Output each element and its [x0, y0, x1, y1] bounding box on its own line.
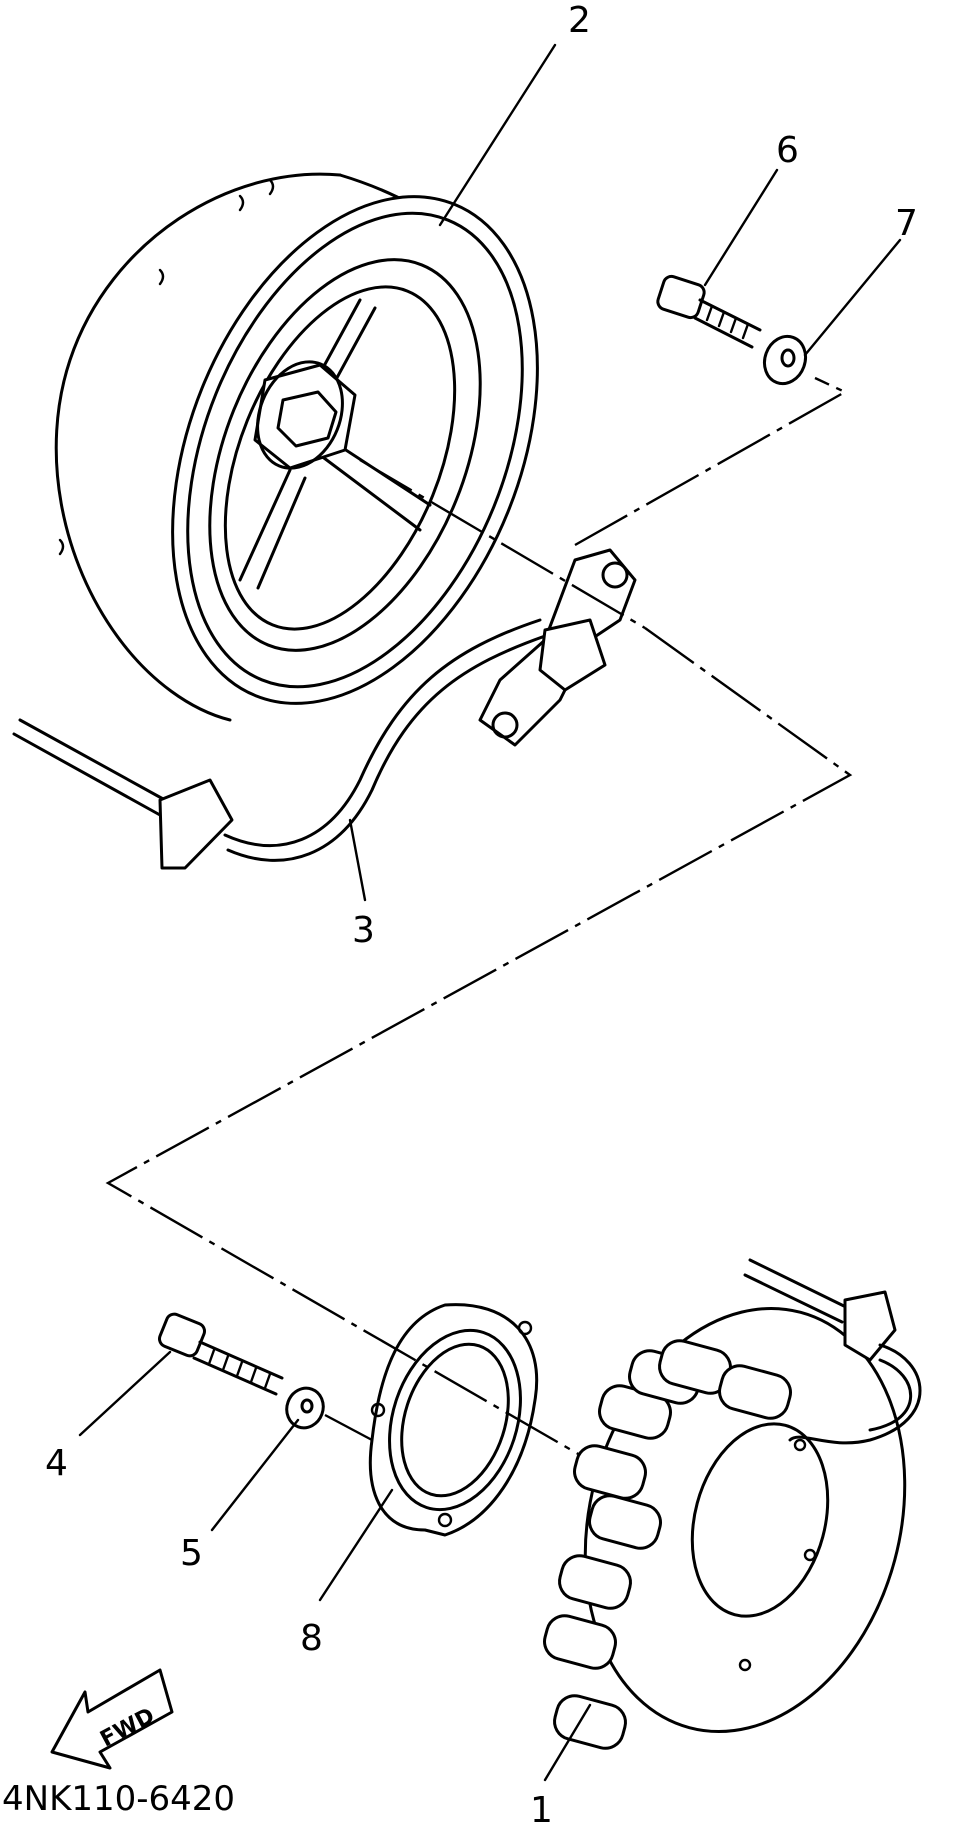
callout-4: 4	[45, 1443, 68, 1484]
callout-6: 6	[776, 130, 799, 171]
stator-bolt	[158, 1312, 284, 1396]
stator-coil-assembly	[543, 1258, 922, 1750]
forward-direction-arrow: FWD	[50, 1668, 174, 1770]
drawing-code: 4NK110-6420	[2, 1779, 235, 1819]
rotor-flywheel	[54, 172, 539, 722]
pickup-bolt	[656, 274, 762, 349]
stator-washer	[285, 1386, 325, 1430]
gasket	[368, 1303, 539, 1537]
callout-1: 1	[530, 1790, 553, 1824]
assembly-guide-lines	[105, 376, 853, 1457]
callout-5: 5	[180, 1533, 203, 1574]
callout-3: 3	[352, 910, 375, 951]
callout-2: 2	[568, 0, 591, 41]
callout-7: 7	[895, 203, 918, 244]
callout-leaders	[78, 43, 902, 1782]
callout-8: 8	[300, 1618, 323, 1659]
pickup-washer	[762, 334, 808, 386]
